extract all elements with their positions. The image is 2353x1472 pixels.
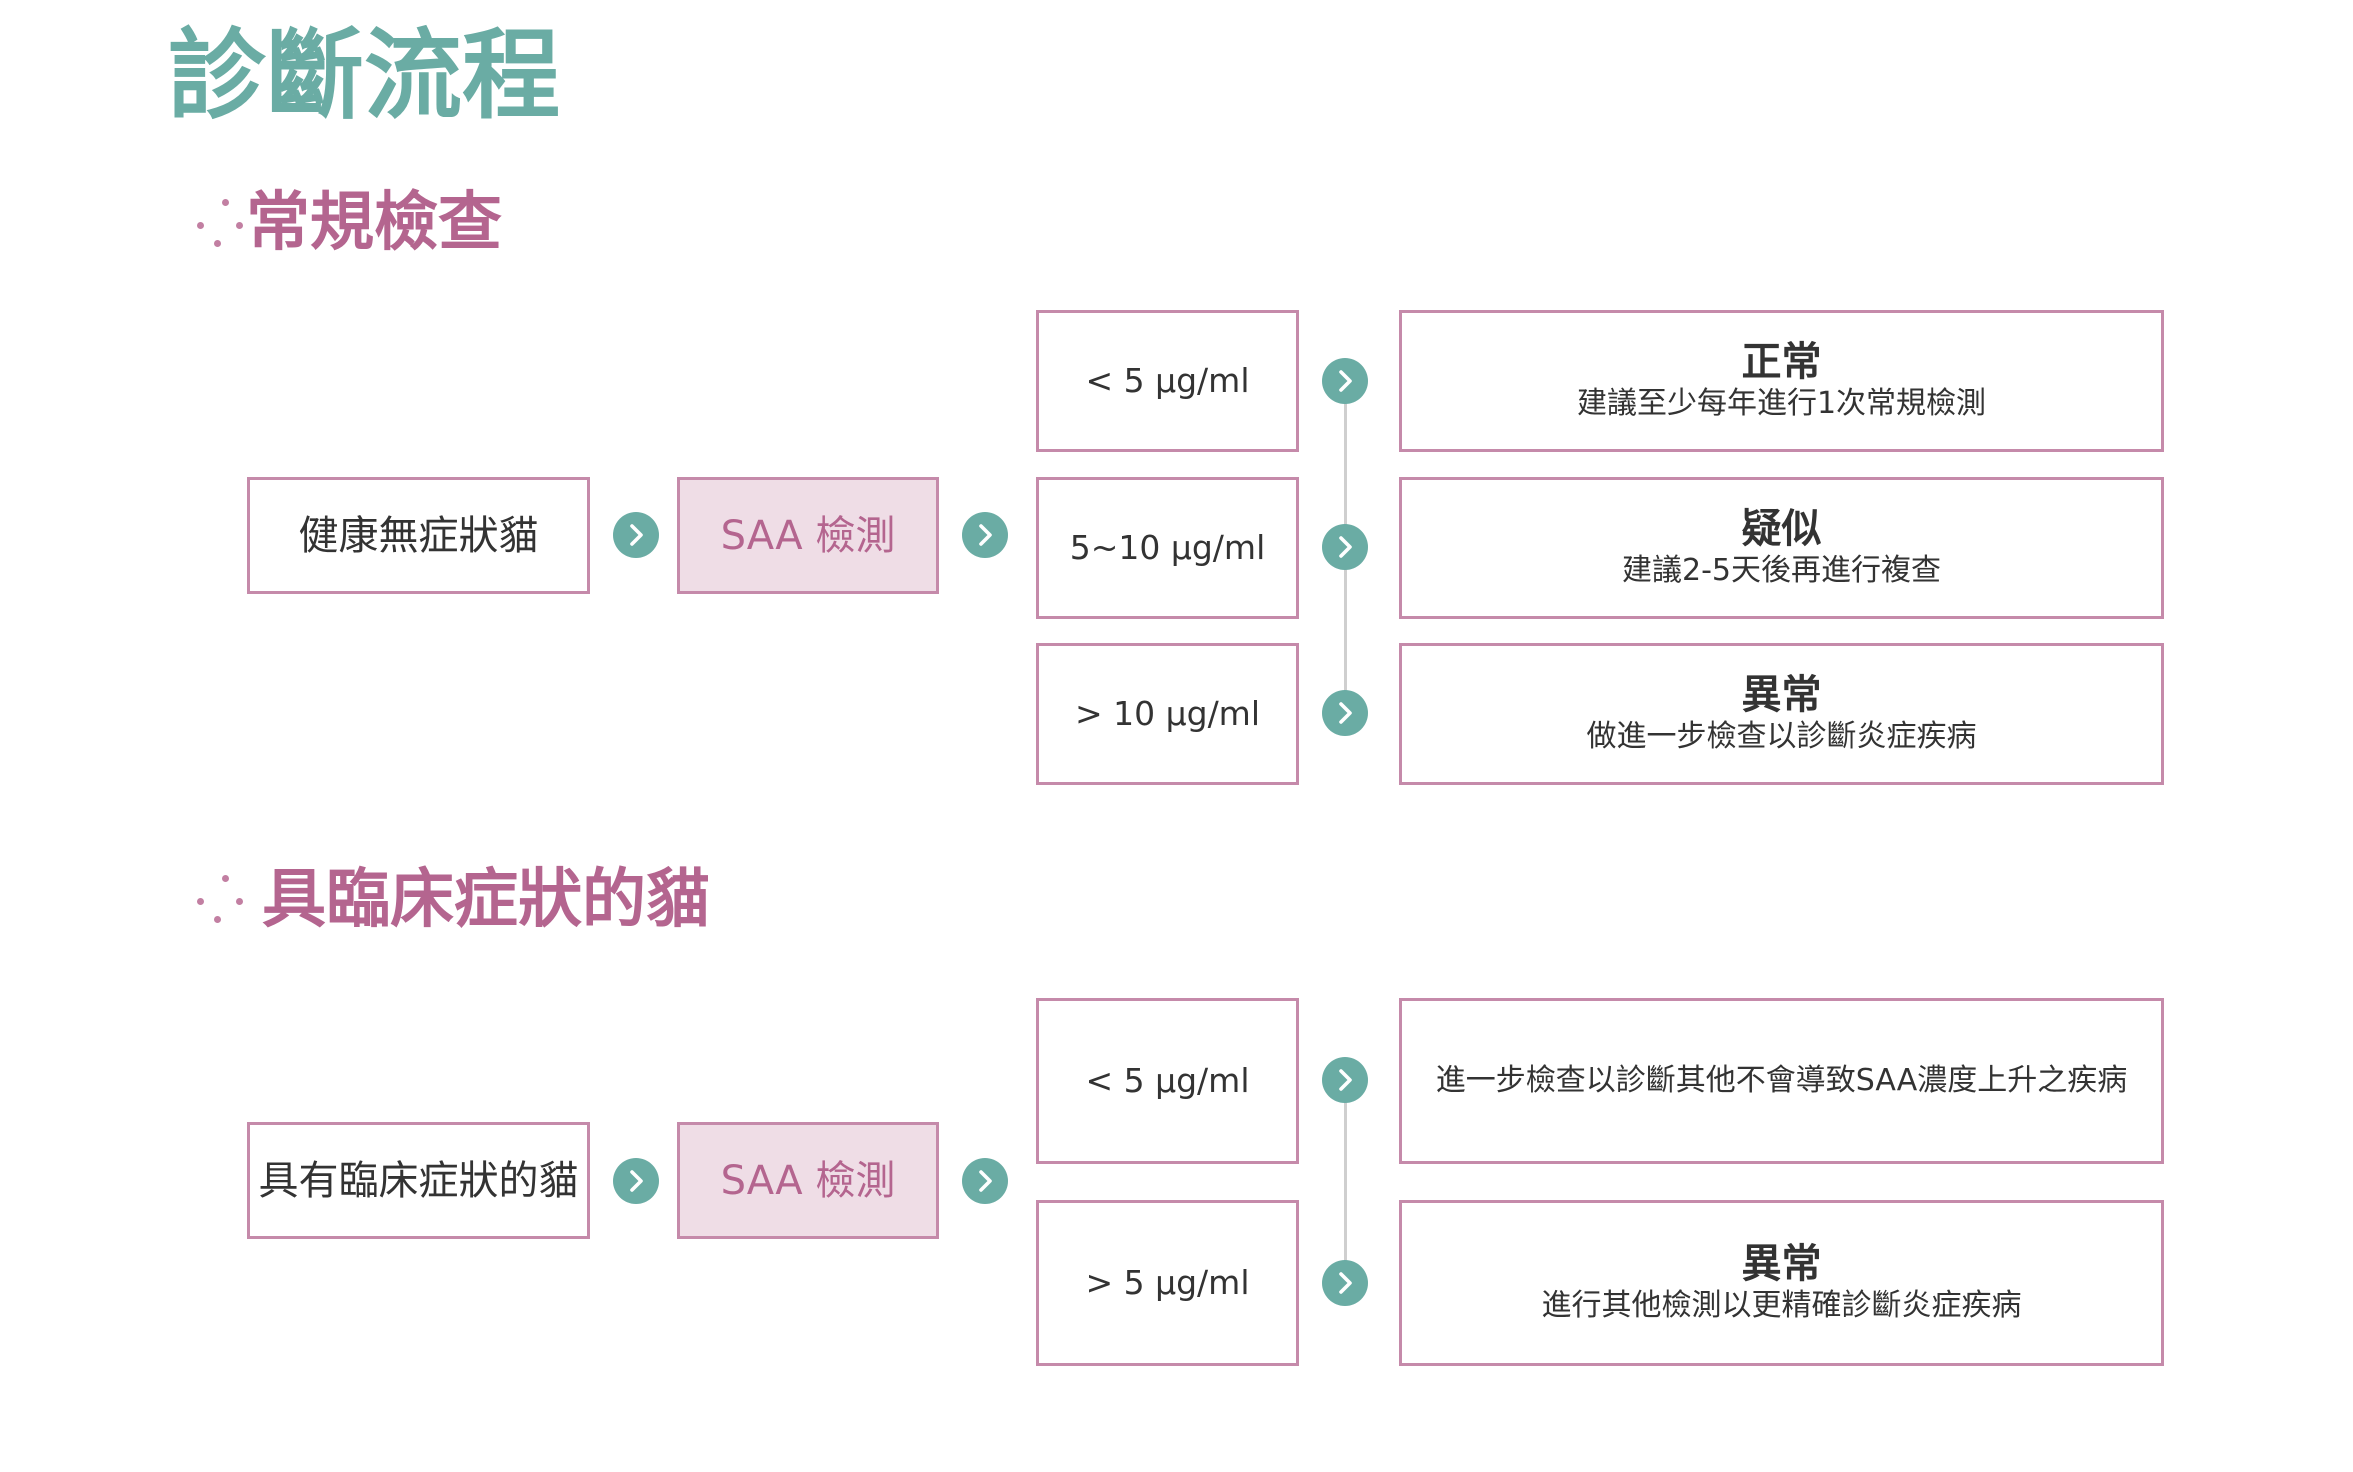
chevron-right-icon <box>1322 690 1368 736</box>
result-text: 做進一步檢查以診斷炎症疾病 <box>1586 719 1977 755</box>
chevron-right-icon <box>962 1158 1008 1204</box>
result-text: 建議至少每年進行1次常規檢測 <box>1576 386 1987 422</box>
chevron-right-icon <box>962 512 1008 558</box>
section-1-range-box-1: < 5 µg/ml <box>1036 310 1299 452</box>
chevron-right-icon <box>1322 1260 1368 1306</box>
chevron-right-icon <box>1322 358 1368 404</box>
result-title: 正常 <box>1741 339 1822 386</box>
chevron-right-icon <box>613 512 659 558</box>
section-2-source-label: 具有臨床症狀的貓 <box>258 1157 579 1204</box>
range-label: > 10 µg/ml <box>1075 694 1260 734</box>
section-2-range-box-1: < 5 µg/ml <box>1036 998 1299 1164</box>
range-label: < 5 µg/ml <box>1085 361 1250 401</box>
section-1-result-box-2: 疑似 建議2-5天後再進行複查 <box>1399 477 2164 619</box>
result-title: 異常 <box>1741 1241 1822 1288</box>
section-2-source-box: 具有臨床症狀的貓 <box>247 1122 590 1239</box>
section-1-test-label: SAA 檢測 <box>720 512 896 559</box>
chevron-right-icon <box>1322 524 1368 570</box>
section-1-result-box-1: 正常 建議至少每年進行1次常規檢測 <box>1399 310 2164 452</box>
section-1-source-box: 健康無症狀貓 <box>247 477 590 594</box>
range-label: < 5 µg/ml <box>1085 1061 1250 1101</box>
section-1-range-box-3: > 10 µg/ml <box>1036 643 1299 785</box>
result-text: 建議2-5天後再進行複查 <box>1622 553 1941 589</box>
result-title: 疑似 <box>1741 506 1822 553</box>
section-2-dots-icon <box>192 872 252 932</box>
result-text: 進一步檢查以診斷其他不會導致SAA濃度上升之疾病 <box>1435 1063 2128 1099</box>
range-label: 5~10 µg/ml <box>1069 528 1266 568</box>
section-1-range-box-2: 5~10 µg/ml <box>1036 477 1299 619</box>
section-2-result-box-2: 異常 進行其他檢測以更精確診斷炎症疾病 <box>1399 1200 2164 1366</box>
section-1-dots-icon <box>192 196 252 256</box>
chevron-right-icon <box>1322 1057 1368 1103</box>
section-2-range-box-2: > 5 µg/ml <box>1036 1200 1299 1366</box>
section-2-result-box-1: 進一步檢查以診斷其他不會導致SAA濃度上升之疾病 <box>1399 998 2164 1164</box>
section-2-heading: 具臨床症狀的貓 <box>262 863 710 937</box>
result-text: 進行其他檢測以更精確診斷炎症疾病 <box>1541 1288 2022 1324</box>
result-title: 異常 <box>1741 672 1822 719</box>
section-2-test-label: SAA 檢測 <box>720 1157 896 1204</box>
section-1-test-box: SAA 檢測 <box>677 477 939 594</box>
section-1-result-box-3: 異常 做進一步檢查以診斷炎症疾病 <box>1399 643 2164 785</box>
page-title: 診斷流程 <box>168 19 561 133</box>
section-1-heading: 常規檢查 <box>246 186 502 260</box>
range-label: > 5 µg/ml <box>1085 1263 1250 1303</box>
section-1-source-label: 健康無症狀貓 <box>298 512 539 559</box>
section-2-test-box: SAA 檢測 <box>677 1122 939 1239</box>
section-2-connector-line <box>1344 1080 1347 1283</box>
chevron-right-icon <box>613 1158 659 1204</box>
